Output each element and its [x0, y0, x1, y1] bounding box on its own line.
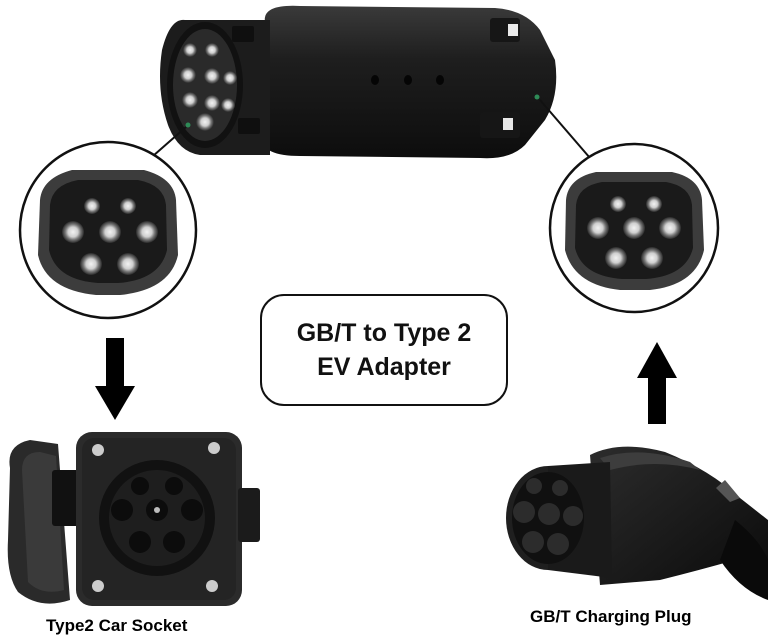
title-box: GB/T to Type 2 EV Adapter [260, 294, 508, 406]
type2-car-socket [7, 432, 260, 606]
adapter-face-pins [180, 43, 237, 131]
gbt-face-inset [548, 142, 720, 314]
type2-face-inset [18, 140, 198, 320]
title-line-2: EV Adapter [317, 353, 451, 381]
callout-line-right [539, 99, 591, 159]
caption-gbt-charging-plug: GB/T Charging Plug [530, 607, 692, 626]
title-line-1: GB/T to Type 2 [296, 319, 472, 347]
arrow-down-icon [95, 338, 135, 420]
caption-type2-car-socket: Type2 Car Socket [46, 616, 188, 635]
arrow-up-icon [637, 342, 677, 424]
adapter-body [160, 5, 557, 159]
gbt-charging-plug [506, 446, 768, 600]
